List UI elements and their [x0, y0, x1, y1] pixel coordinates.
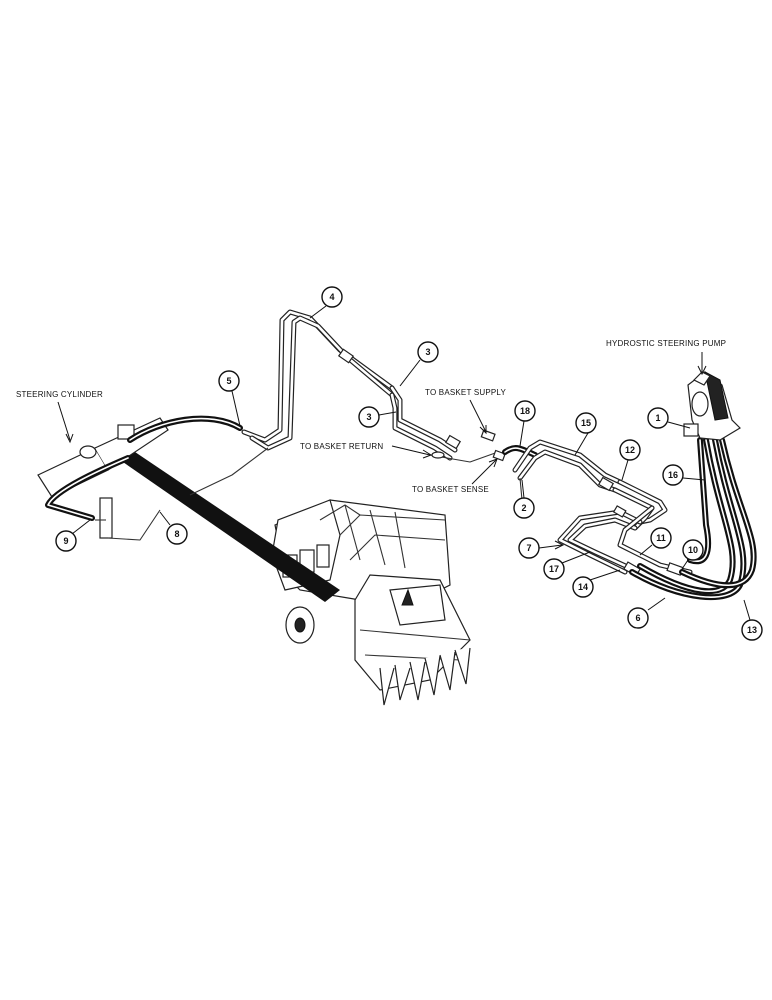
callout-7-text: 7 — [526, 543, 531, 553]
callout-2-text: 2 — [521, 503, 526, 513]
hydrostatic-pump-label: HYDROSTIC STEERING PUMP — [606, 339, 726, 348]
callout-1 — [647, 407, 669, 429]
hydrostatic-steering-pump — [683, 371, 741, 441]
location-pointer — [120, 452, 340, 602]
callout-9 — [55, 530, 77, 552]
callout-12 — [619, 439, 641, 461]
basket-sense-label: TO BASKET SENSE — [412, 485, 489, 494]
callout-3-lower-text: 3 — [366, 412, 371, 422]
callout-10-text: 10 — [688, 545, 698, 555]
callout-16 — [662, 464, 684, 486]
callout-1-text: 1 — [655, 413, 660, 423]
callout-10 — [682, 539, 704, 561]
callout-13-text: 13 — [747, 625, 757, 635]
callout-3-upper-text: 3 — [425, 347, 430, 357]
callout-2 — [513, 497, 535, 519]
callout-3-upper — [417, 341, 439, 363]
callout-11-text: 11 — [656, 533, 666, 543]
callout-13 — [741, 619, 763, 641]
callout-14-text: 14 — [578, 582, 588, 592]
callout-15-text: 15 — [581, 418, 591, 428]
basket-return-label: TO BASKET RETURN — [300, 442, 383, 451]
callout-18 — [514, 400, 536, 422]
callout-4-text: 4 — [329, 292, 334, 302]
callout-12-text: 12 — [625, 445, 635, 455]
callout-5 — [218, 370, 240, 392]
callout-9-text: 9 — [63, 536, 68, 546]
callout-15 — [575, 412, 597, 434]
callout-8 — [166, 523, 188, 545]
cotton-picker-illustration — [271, 499, 471, 706]
callout-5-text: 5 — [226, 376, 231, 386]
basket-supply-label: TO BASKET SUPPLY — [425, 388, 506, 397]
callout-17 — [543, 558, 565, 580]
callout-14 — [572, 576, 594, 598]
callout-11 — [650, 527, 672, 549]
callout-8-text: 8 — [174, 529, 179, 539]
callout-4 — [321, 286, 343, 308]
steering-cylinder-label: STEERING CYLINDER — [16, 390, 103, 399]
callout-6-text: 6 — [635, 613, 640, 623]
callout-3-lower — [358, 406, 380, 428]
callout-18-text: 18 — [520, 406, 530, 416]
callout-17-text: 17 — [549, 564, 559, 574]
callout-6 — [627, 607, 649, 629]
callout-7 — [518, 537, 540, 559]
callout-16-text: 16 — [668, 470, 678, 480]
